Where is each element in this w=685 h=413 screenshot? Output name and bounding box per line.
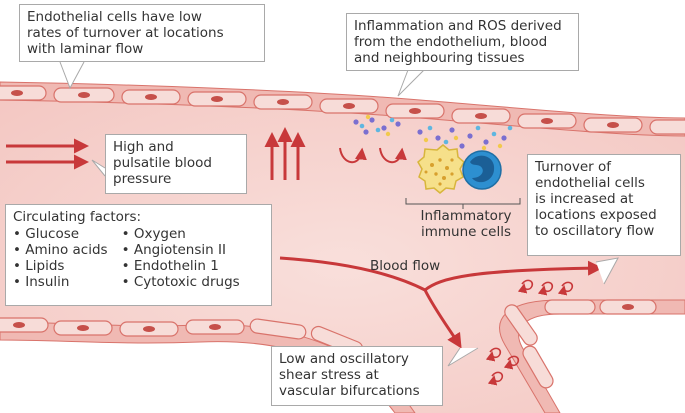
factor-item: Angiotensin II [122,242,240,258]
inflammation-callout: Inflammation and ROS derived from the en… [346,13,579,71]
factor-item: Insulin [13,274,108,290]
wall-curl-arrows [339,147,407,164]
factors-title: Circulating factors: [13,209,142,225]
callout-line: Turnover of [535,159,612,175]
monocyte [462,150,502,190]
factor-item: Amino acids [13,242,107,258]
callout-line: to oscillatory flow [535,223,655,239]
factor-item: Glucose [13,226,108,242]
factor-item: Oxygen [122,226,240,242]
blood-pressure-callout: High and pulsatile blood pressure [105,134,247,194]
callout-line: pulsatile blood [113,155,212,171]
callout-line: shear stress at [279,367,379,383]
ros-particles [353,114,513,151]
blood-flow-label: Blood flow [370,258,441,274]
callout-line: rates of turnover at locations [27,25,224,41]
blood-flow-arrows [279,256,603,349]
factor-item: Endothelin 1 [122,258,240,274]
callout-line: pressure [113,171,172,187]
callout-tails [59,61,619,367]
factor-item: Cytotoxic drugs [122,274,240,290]
callout-line: Low and oscillatory [279,351,409,367]
laminar-flow-callout: Endothelial cells have low rates of turn… [19,4,265,62]
immune-bracket [405,198,521,209]
callout-line: and neighbouring tissues [354,50,525,66]
factor-item: Lipids [13,258,108,274]
label-line: Inflammatory [420,208,512,224]
neutrophil [417,144,465,194]
callout-line: is increased at [535,191,634,207]
callout-line: endothelial cells [535,175,645,191]
label-line: immune cells [420,224,512,240]
circulating-factors-box: Circulating factors: Glucose Amino acids… [5,204,272,306]
shear-stress-callout: Low and oscillatory shear stress at vasc… [271,346,443,406]
factors-column-left: Glucose Amino acids Lipids Insulin [13,226,108,290]
immune-cells-label: Inflammatory immune cells [414,208,518,240]
pressure-arrows [264,127,306,180]
callout-line: from the endothelium, blood [354,34,548,50]
callout-line: Inflammation and ROS derived [354,18,562,34]
factors-column-right: Oxygen Angiotensin II Endothelin 1 Cytot… [122,226,240,290]
callout-line: locations exposed [535,207,657,223]
turnover-callout: Turnover of endothelial cells is increas… [527,154,681,256]
oscillatory-swirls [485,279,574,386]
callout-line: with laminar flow [27,41,144,57]
callout-line: Endothelial cells have low [27,9,202,25]
callout-line: High and [113,139,174,155]
flow-arrows-left [6,138,89,170]
callout-line: vascular bifurcations [279,383,420,399]
endothelial-cells-top [0,85,685,135]
